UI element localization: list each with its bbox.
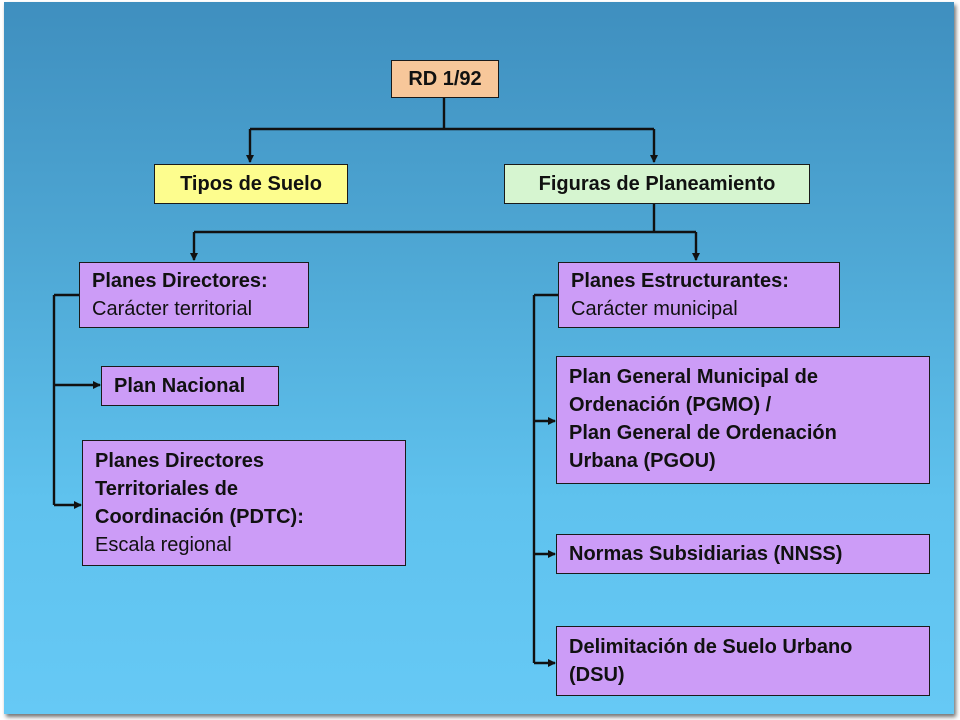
nnss-node: Normas Subsidiarias (NNSS) <box>556 534 930 574</box>
pgmo-pgou-title: Plan General Municipal de Ordenación (PG… <box>569 366 837 472</box>
pdtc-subtitle: Escala regional <box>95 534 232 556</box>
figuras-de-planeamiento-title: Figuras de Planeamiento <box>538 173 776 195</box>
pgmo-pgou-node: Plan General Municipal de Ordenación (PG… <box>556 356 930 484</box>
figuras-de-planeamiento-node: Figuras de Planeamiento <box>504 164 810 204</box>
tipos-de-suelo-node: Tipos de Suelo <box>154 164 348 204</box>
connector-lines <box>52 97 700 667</box>
plan-nacional-node: Plan Nacional <box>101 366 279 406</box>
nnss-title: Normas Subsidiarias (NNSS) <box>569 543 843 565</box>
plan-nacional-title: Plan Nacional <box>114 375 246 397</box>
planes-estructurantes-subtitle: Carácter municipal <box>571 298 738 320</box>
planes-estructurantes-title: Planes Estructurantes: <box>571 270 789 292</box>
root-node-title: RD 1/92 <box>408 68 482 90</box>
planes-directores-node: Planes Directores: Carácter territorial <box>79 262 309 328</box>
planes-estructurantes-node: Planes Estructurantes: Carácter municipa… <box>558 262 840 328</box>
slide: RD 1/92 Tipos de Suelo Figuras de Planea… <box>4 2 954 714</box>
root-node: RD 1/92 <box>391 60 499 98</box>
planes-directores-title: Planes Directores: <box>92 270 268 292</box>
pdtc-title: Planes Directores Territoriales de Coord… <box>95 450 304 528</box>
tipos-de-suelo-title: Tipos de Suelo <box>180 173 322 195</box>
pdtc-node: Planes Directores Territoriales de Coord… <box>82 440 406 566</box>
dsu-node: Delimitación de Suelo Urbano (DSU) <box>556 626 930 696</box>
planes-directores-subtitle: Carácter territorial <box>92 298 253 320</box>
dsu-title: Delimitación de Suelo Urbano (DSU) <box>569 636 853 686</box>
